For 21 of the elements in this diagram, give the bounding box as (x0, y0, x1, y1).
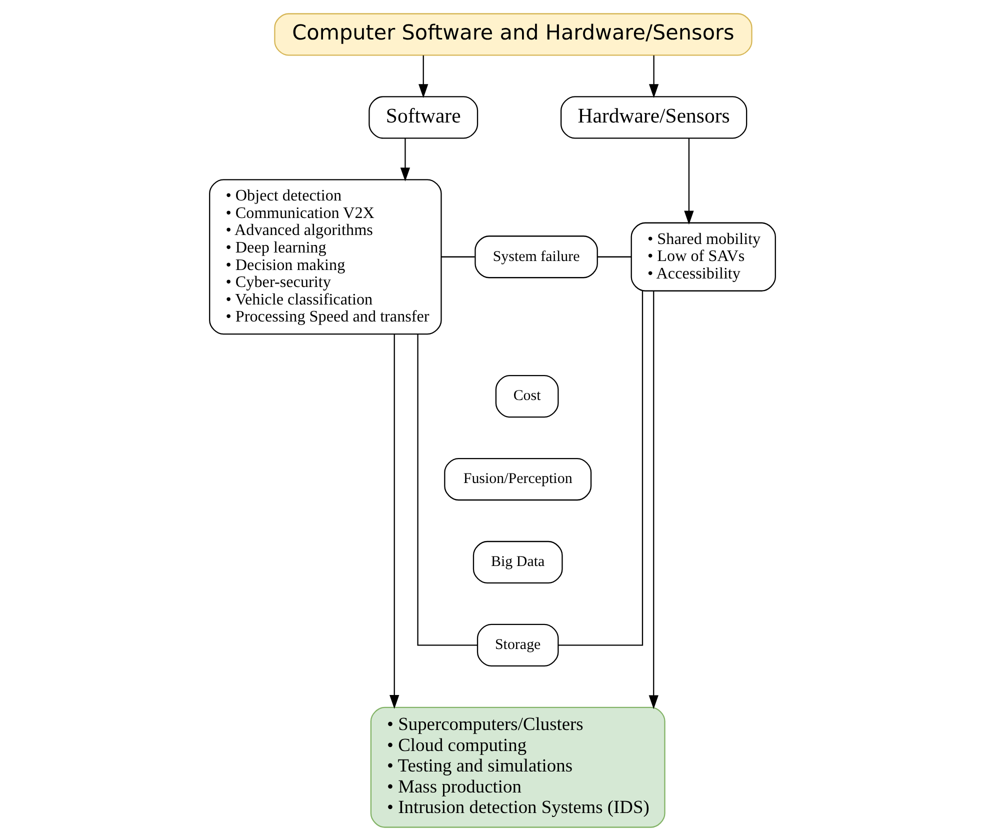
connector (598, 256, 632, 257)
arrow (684, 138, 694, 224)
connector (417, 334, 478, 646)
node-box: Computer Software and Hardware/Sensors (274, 12, 752, 56)
connector (441, 256, 475, 257)
node-box: Cost (495, 374, 559, 418)
node-box: • Supercomputers/Clusters • Cloud computing • Testing and simulations • Mass production • Intrusion detection Systems (IDS) (370, 706, 666, 828)
node-box: • Object detection • Communication V2X • Advanced algorithms • Deep learning • Decision making • Cyber-security • Vehicle classification • Processing Speed and transfer (209, 178, 442, 334)
connector (558, 290, 644, 646)
node-box: Hardware/Sensors (560, 96, 748, 138)
arrow (648, 290, 658, 709)
arrow (418, 54, 428, 98)
node-box: • Shared mobility • Low of SAVs • Accessibility (630, 222, 776, 291)
node-box: System failure (474, 235, 598, 278)
arrow (390, 334, 400, 708)
node-box: Software (368, 96, 478, 138)
arrow (648, 54, 659, 98)
node-box: Big Data (472, 540, 563, 584)
node-box: Fusion/Perception (444, 457, 592, 500)
arrow (400, 138, 410, 181)
node-box: Storage (476, 623, 559, 666)
